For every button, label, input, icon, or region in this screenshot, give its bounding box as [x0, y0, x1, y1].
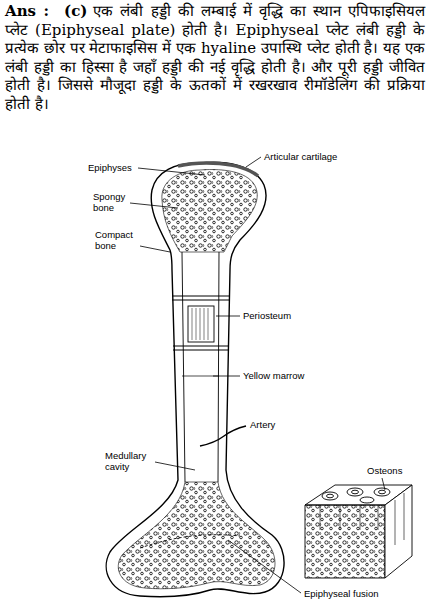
- part-label: Compact bone: [95, 229, 141, 251]
- periosteum-window: [188, 306, 214, 342]
- leader-lines: [130, 157, 385, 593]
- periosteum-ring: [173, 350, 229, 351]
- periosteum-ring: [172, 300, 230, 301]
- answer-paragraph: Ans : (c)एक लंबी हड्डी की लम्बाई में वृद…: [5, 2, 425, 113]
- periosteum-ring: [172, 296, 230, 297]
- epiphyseal-line: [140, 535, 240, 548]
- cavity-wall: [182, 252, 185, 482]
- spongy-bone-bottom: [118, 482, 275, 589]
- artery: [200, 426, 246, 446]
- articular-cartilage: [178, 163, 258, 176]
- part-label: Spongy bone: [93, 191, 131, 213]
- part-label: Periosteum: [243, 310, 323, 321]
- osteon-block: [305, 485, 412, 578]
- spongy-bone-top: [162, 170, 257, 252]
- periosteum-hatch: [192, 308, 208, 340]
- answer-key: Ans : (c): [5, 2, 87, 20]
- part-label: Epiphyseal fusion: [304, 588, 414, 599]
- part-label: Epiphyses: [88, 162, 148, 173]
- cavity-wall: [218, 252, 219, 482]
- part-label: Articular cartilage: [264, 151, 394, 162]
- part-label: Osteons: [367, 465, 427, 476]
- part-label: Medullary cavity: [105, 450, 157, 472]
- part-label: Artery: [250, 419, 310, 430]
- part-label: Yellow marrow: [243, 370, 333, 381]
- periosteum-ring: [173, 346, 229, 347]
